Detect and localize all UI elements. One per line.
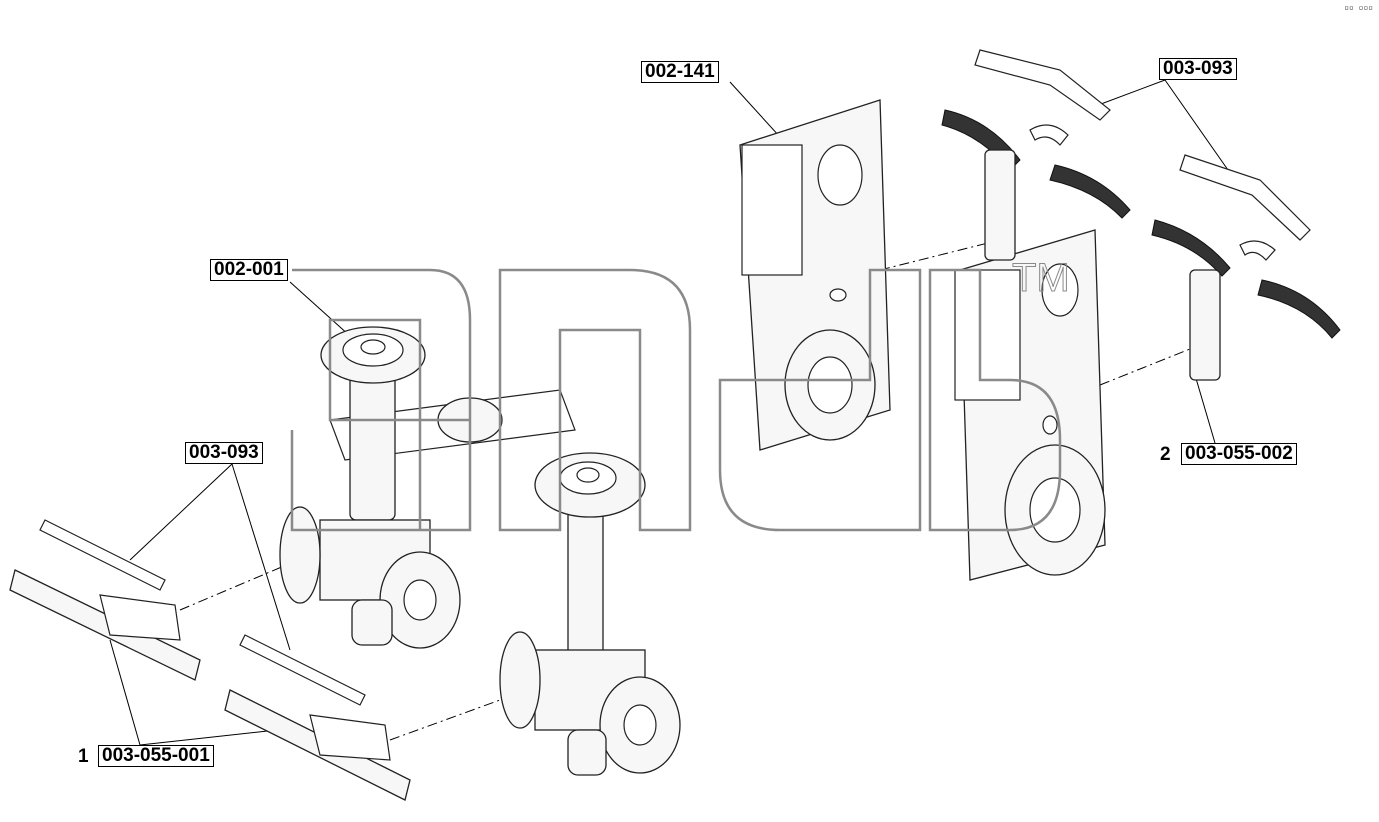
lower-left-scrapers: [9, 519, 411, 801]
corner-mark: ▫▫ ▫▫▫: [1344, 3, 1373, 12]
watermark-tm: TM: [1012, 256, 1071, 301]
assembly-axes: [179, 239, 1201, 741]
callout-003-093-left[interactable]: 003-093: [185, 442, 263, 464]
callout-002-141[interactable]: 002-141: [641, 61, 719, 83]
middle-valve-assembly: [499, 452, 681, 776]
callout-index-2: 2: [1160, 444, 1171, 465]
callout-003-055-002[interactable]: 003-055-002: [1181, 443, 1297, 465]
rear-gate-body: [739, 99, 891, 451]
front-gate-body: [954, 229, 1106, 581]
right-brush-actuator: [1151, 154, 1341, 381]
callout-003-093-top[interactable]: 003-093: [1159, 58, 1237, 80]
upper-brush-actuator: [941, 49, 1131, 261]
left-valve-assembly: [279, 326, 576, 649]
callout-002-001[interactable]: 002-001: [210, 259, 288, 281]
watermark-letters: [290, 268, 1062, 532]
callout-003-055-001[interactable]: 003-055-001: [98, 745, 214, 767]
callout-index-1: 1: [78, 746, 89, 767]
